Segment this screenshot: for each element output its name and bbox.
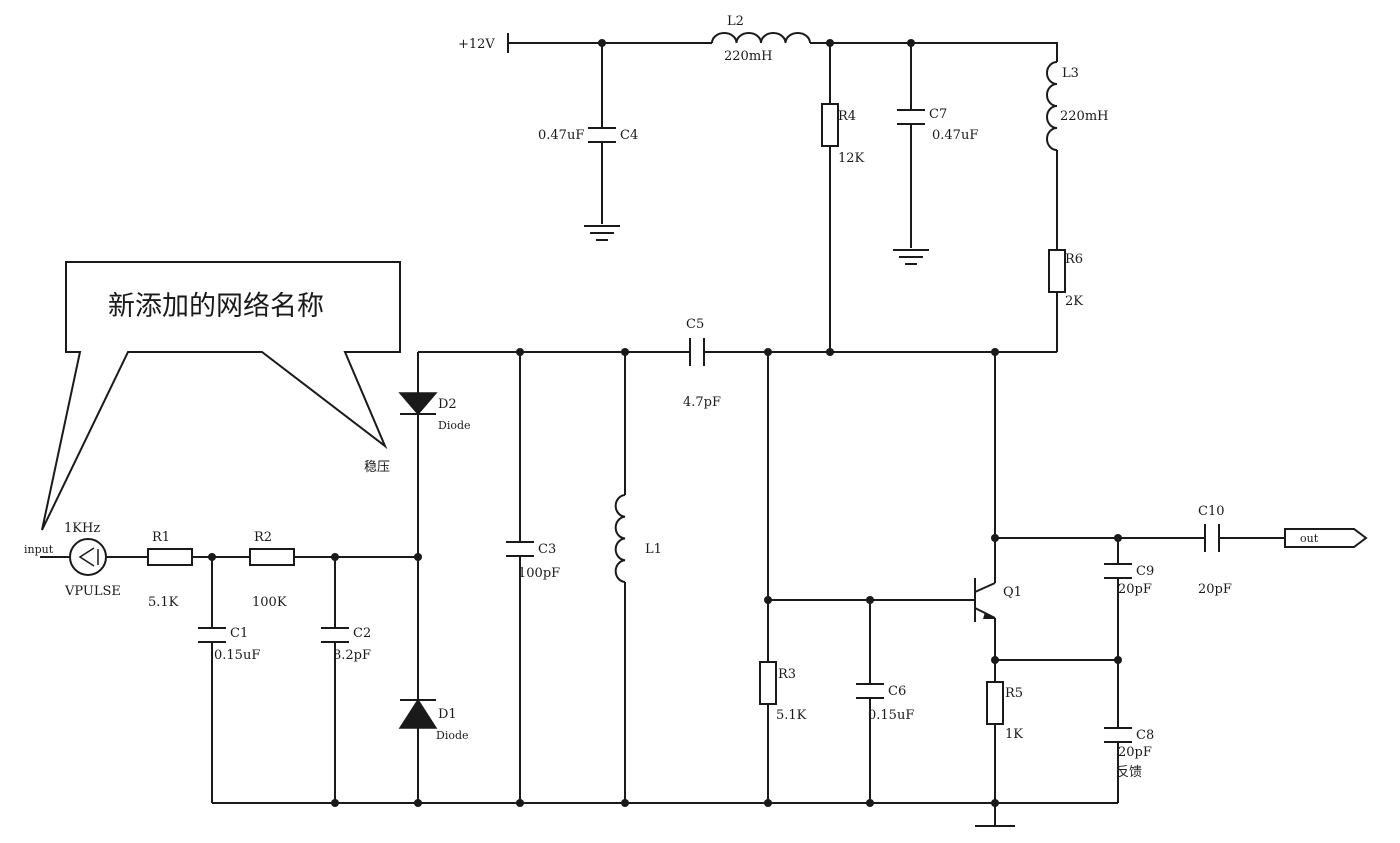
C10-ref: C10 [1198,504,1225,519]
resistor-R1: R1 5.1K [147,530,193,610]
D2-ref: D2 [438,397,457,412]
C7-value: 0.47uF [932,128,978,143]
Q1-ref: Q1 [1003,585,1022,600]
net-label-out: out [1300,532,1319,545]
C9-value: 20pF [1118,582,1152,597]
R3-ref: R3 [778,667,796,682]
inductor-L3: L3 220mH [1046,61,1108,151]
inductor-L2: L2 220mH [711,14,811,64]
D1-ref: D1 [438,707,457,722]
D2-value: Diode [438,419,471,432]
C8-value: 20pF [1118,745,1152,760]
C8-ref: C8 [1136,728,1154,743]
L3-ref: L3 [1062,66,1079,81]
resistor-R2: R2 100K [249,530,295,610]
R1-ref: R1 [152,530,170,545]
callout-balloon: 新添加的网络名称 [41,261,401,531]
R4-ref: R4 [838,109,856,124]
diode-D2: D2 Diode [398,392,471,432]
source-name: VPULSE [64,584,121,599]
L2-value: 220mH [724,49,772,64]
capacitor-C3: C3 100pF [506,541,560,581]
capacitor-C10: C10 20pF [1198,504,1232,597]
C2-value: 8.2pF [333,648,371,663]
callout-text: 新添加的网络名称 [108,291,324,322]
transistor-Q1: Q1 [974,578,1022,622]
L1-ref: L1 [645,542,662,557]
resistor-R5: R5 1K [986,681,1023,742]
junctions [208,39,1122,807]
R2-ref: R2 [254,530,272,545]
supply-12v: +12V [458,33,509,53]
ground-symbol [893,249,929,265]
R4-value: 12K [838,151,865,166]
diode-D1: D1 Diode [398,698,469,742]
R1-value: 5.1K [148,595,179,610]
supply-label: +12V [458,37,495,52]
R2-value: 100K [252,595,287,610]
ground-symbol [584,225,620,241]
C3-ref: C3 [538,542,556,557]
R6-value: 2K [1065,294,1083,309]
C7-ref: C7 [929,107,947,122]
C5-value: 4.7pF [683,395,721,410]
capacitor-C7: C7 0.47uF [897,107,978,143]
capacitor-C8: C8 20pF 反馈 [1104,727,1154,780]
C9-ref: C9 [1136,564,1154,579]
pulse-source: input 1KHz VPULSE [24,521,121,599]
L2-ref: L2 [727,14,744,29]
C10-value: 20pF [1198,582,1232,597]
capacitor-C5: C5 4.7pF [683,317,721,410]
C3-value: 100pF [518,566,560,581]
capacitor-C1: C1 0.15uF [198,626,260,663]
R6-ref: R6 [1065,252,1083,267]
R5-ref: R5 [1005,686,1023,701]
source-freq: 1KHz [64,521,100,536]
C4-ref: C4 [620,128,638,143]
C5-ref: C5 [686,317,704,332]
C1-value: 0.15uF [214,648,260,663]
D1-value: Diode [436,729,469,742]
resistor-R4: R4 12K [821,103,865,166]
inductor-L1: L1 [614,494,662,583]
L3-value: 220mH [1060,109,1108,124]
capacitor-C9: C9 20pF [1104,563,1154,597]
capacitor-C4: 0.47uF C4 [538,127,638,143]
capacitor-C2: C2 8.2pF [321,626,371,663]
R5-value: 1K [1005,727,1023,742]
C1-ref: C1 [230,626,248,641]
output-port: out [1284,528,1368,548]
resistor-R6: R6 2K [1048,249,1083,309]
capacitor-C6: C6 0.15uF [856,683,914,723]
C8-note: 反馈 [1116,765,1142,780]
C6-value: 0.15uF [868,708,914,723]
C4-value: 0.47uF [538,128,584,143]
resistor-R3: R3 5.1K [759,661,807,723]
net-label-input: input [24,543,54,556]
C2-ref: C2 [353,626,371,641]
net-label-vr: 稳压 [364,459,390,475]
wires [40,42,1285,826]
R3-value: 5.1K [776,708,807,723]
C6-ref: C6 [888,684,906,699]
